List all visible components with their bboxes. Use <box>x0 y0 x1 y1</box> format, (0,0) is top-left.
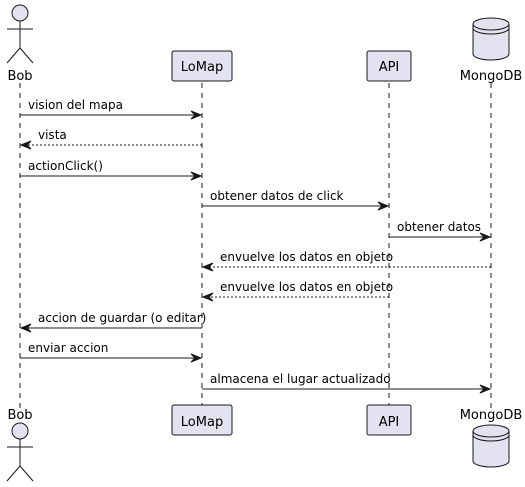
mongodb-bottom-cylinder-rim-inner <box>472 434 510 442</box>
participants-bottom: Bob LoMap API MongoDB <box>6 404 523 482</box>
message-label: envuelve los datos en objeto <box>220 280 393 294</box>
message-6: envuelve los datos en objeto <box>201 250 491 272</box>
message-label: actionClick() <box>28 159 103 173</box>
bob-top-right-leg-line <box>19 47 34 64</box>
api-bottom-label: API <box>379 415 400 430</box>
message-label: envuelve los datos en objeto <box>220 250 393 264</box>
mongodb-top-cylinder-rim-inner <box>472 27 510 35</box>
bob-bottom-head-icon <box>11 422 29 440</box>
message-4: obtener datos de click <box>202 189 390 211</box>
mongodb-bottom-cylinder-icon <box>472 424 510 468</box>
message-label: obtener datos de click <box>210 189 344 203</box>
bob-bottom-right-leg-line <box>19 465 34 482</box>
participants-top: Bob LoMap API MongoDB <box>6 4 523 84</box>
message-arrowhead <box>19 323 32 333</box>
message-label: vista <box>38 128 67 142</box>
message-arrowhead <box>201 292 214 302</box>
message-arrowhead <box>190 110 203 120</box>
message-1: vision del mapa <box>20 98 203 120</box>
message-8: accion de guardar (o editar) <box>19 311 206 333</box>
bob-top-label: Bob <box>7 69 32 84</box>
message-arrowhead <box>479 232 492 242</box>
lomap-bottom-label: LoMap <box>181 415 223 430</box>
message-10: almacena el lugar actualizado <box>202 372 492 394</box>
message-label: accion de guardar (o editar) <box>38 311 206 325</box>
message-arrowhead <box>377 201 390 211</box>
message-label: almacena el lugar actualizado <box>210 372 391 386</box>
lomap-bottom-box <box>171 404 233 436</box>
bob-top-head-icon <box>11 4 29 22</box>
bob-bottom-left-leg-line <box>6 465 21 482</box>
message-arrowhead <box>19 140 32 150</box>
api-bottom-box <box>366 404 412 436</box>
lifelines <box>19 83 492 409</box>
message-arrowhead <box>201 262 214 272</box>
message-label: vision del mapa <box>28 98 123 112</box>
message-3: actionClick() <box>20 159 203 181</box>
mongodb-bottom-label: MongoDB <box>460 408 523 423</box>
message-7: envuelve los datos en objeto <box>201 280 393 302</box>
lomap-top-box <box>171 50 233 82</box>
message-arrowhead <box>479 384 492 394</box>
message-arrowhead <box>190 353 203 363</box>
mongodb-top-cylinder-icon <box>472 17 510 61</box>
mongodb-top-label: MongoDB <box>460 69 523 84</box>
message-9: enviar accion <box>20 341 203 363</box>
lomap-top-label: LoMap <box>181 60 223 75</box>
api-top-label: API <box>379 60 400 75</box>
bob-bottom-label: Bob <box>7 408 32 423</box>
messages: vision del mapa vista actionClick() obtener… <box>19 98 492 394</box>
message-label: obtener datos <box>397 220 481 234</box>
api-top-box <box>366 50 412 82</box>
mongodb-top-cylinder-rim <box>472 23 510 31</box>
message-label: enviar accion <box>28 341 108 355</box>
message-2: vista <box>19 128 202 150</box>
message-arrowhead <box>190 171 203 181</box>
bob-top-left-leg-line <box>6 47 21 64</box>
message-5: obtener datos <box>389 220 492 242</box>
mongodb-bottom-cylinder-rim <box>472 430 510 438</box>
